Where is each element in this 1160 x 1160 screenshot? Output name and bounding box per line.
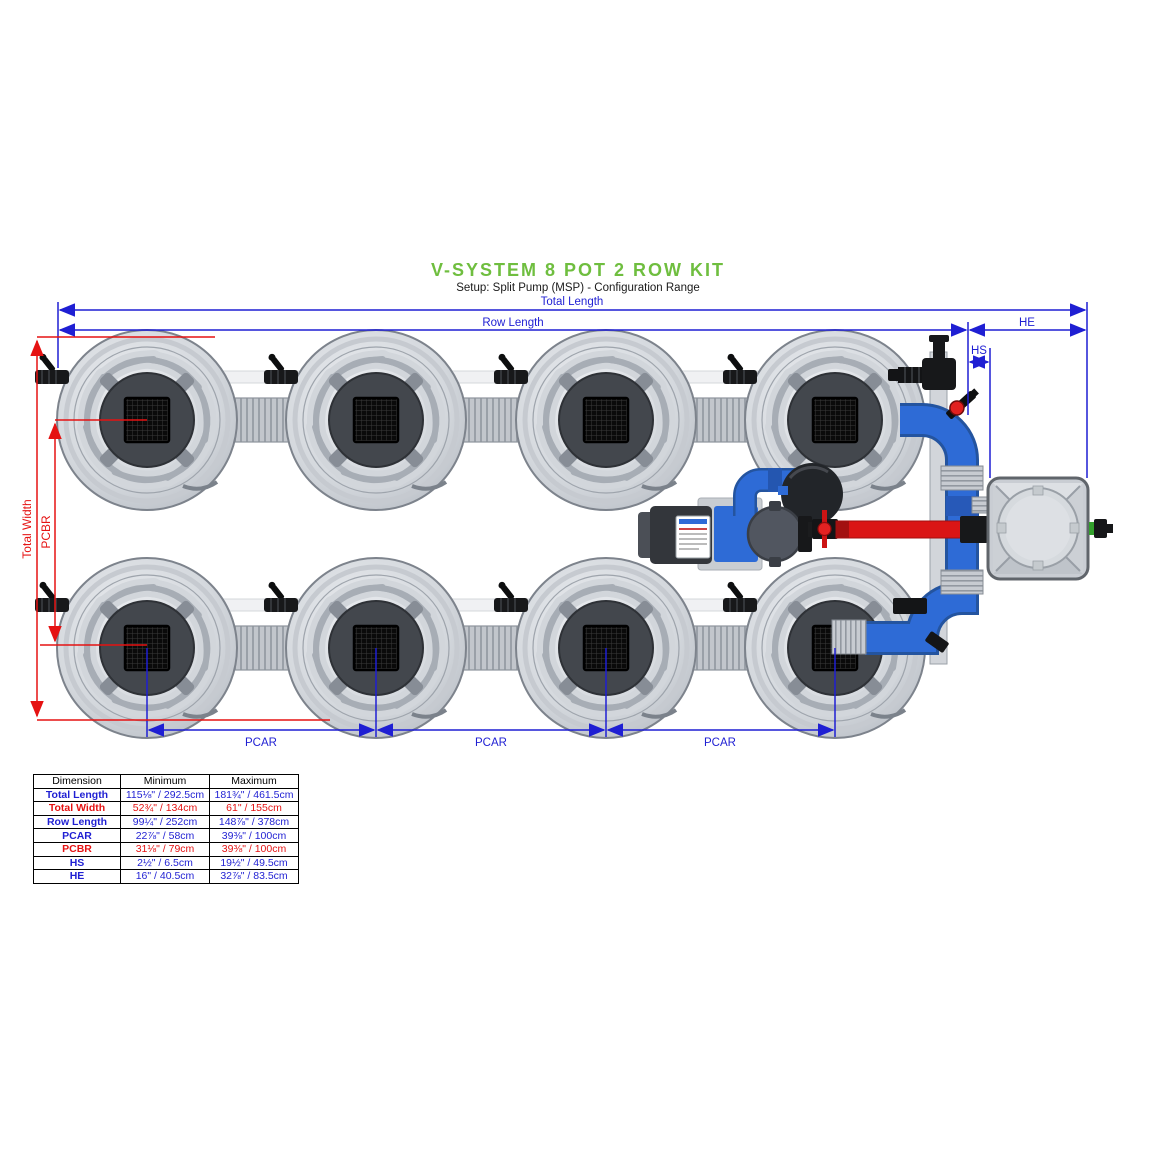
- row-dimension: PCBR: [33, 841, 121, 857]
- reservoir-inlet-coupler: [960, 516, 988, 543]
- red-dimensions: [30, 336, 330, 721]
- table-row: HE 16" / 40.5cm 32⅞" / 83.5cm: [33, 869, 299, 884]
- reservoir: [986, 476, 1113, 581]
- table-row: Total Length 115⅛" / 292.5cm 181¾" / 461…: [33, 787, 299, 803]
- reservoir-drain-seal: [1089, 522, 1095, 535]
- dimension-table: Dimension Minimum Maximum Total Length 1…: [33, 774, 299, 884]
- total-length-label: Total Length: [541, 296, 604, 308]
- tee-cap: [929, 335, 949, 342]
- row-maximum: 32⅞" / 83.5cm: [209, 869, 299, 884]
- table-row: PCAR 22⅞" / 58cm 39⅜" / 100cm: [33, 828, 299, 843]
- hs-label: HS: [971, 345, 987, 357]
- row-maximum: 39⅜" / 100cm: [209, 841, 299, 857]
- bottom-port-fitting: [893, 598, 927, 614]
- pcar-label-3: PCAR: [704, 737, 736, 749]
- row-dimension: HS: [33, 855, 121, 871]
- manifold-coupling: [940, 465, 984, 491]
- blue-dimensions: [57, 302, 1088, 737]
- reservoir-drain-fitting: [1094, 519, 1107, 538]
- red-pipe-union: [836, 521, 849, 538]
- row-maximum: 61" / 155cm: [209, 801, 299, 816]
- table-row: Total Width 52¾" / 134cm 61" / 155cm: [33, 801, 299, 816]
- clip-valve: [722, 351, 758, 385]
- pump-housing: [714, 506, 758, 562]
- row-maximum: 39⅜" / 100cm: [209, 828, 299, 843]
- bottom-elbow-fitting: [925, 631, 949, 653]
- header-minimum: Minimum: [120, 774, 210, 789]
- row-minimum: 99¼" / 252cm: [120, 814, 210, 830]
- page-title: V-SYSTEM 8 POT 2 ROW KIT: [431, 260, 725, 280]
- header-maximum: Maximum: [209, 774, 299, 789]
- row-dimension: PCAR: [33, 828, 121, 843]
- row-minimum: 31⅛" / 79cm: [120, 841, 210, 857]
- clip-valve: [263, 351, 299, 385]
- row-maximum: 148⅞" / 378cm: [209, 814, 299, 830]
- delivery-pipe: [835, 496, 991, 543]
- row-minimum: 52¾" / 134cm: [120, 801, 210, 816]
- row-dimension: Total Width: [33, 801, 121, 816]
- manifold-coupling: [940, 569, 984, 595]
- table-row: HS 2½" / 6.5cm 19½" / 49.5cm: [33, 855, 299, 871]
- clip-valve: [493, 579, 529, 613]
- table-header-row: Dimension Minimum Maximum: [33, 774, 299, 789]
- row-dimension: Total Length: [33, 787, 121, 803]
- air-dome: [781, 463, 843, 525]
- clip-valve: [34, 351, 70, 385]
- clip-valve: [263, 579, 299, 613]
- pcar-label-2: PCAR: [475, 737, 507, 749]
- clip-valve: [34, 579, 70, 613]
- row-dimension: Row Length: [33, 814, 121, 830]
- row-minimum: 22⅞" / 58cm: [120, 828, 210, 843]
- pcar-label-1: PCAR: [245, 737, 277, 749]
- row-minimum: 16" / 40.5cm: [120, 869, 210, 884]
- top-port-cap: [888, 369, 900, 381]
- row-minimum: 2½" / 6.5cm: [120, 855, 210, 871]
- clip-valve: [493, 351, 529, 385]
- outlet-valve-knob: [817, 521, 832, 537]
- table-row: Row Length 99¼" / 252cm 148⅞" / 378cm: [33, 814, 299, 830]
- he-label: HE: [1019, 317, 1035, 329]
- total-width-label: Total Width: [20, 499, 34, 558]
- pump-inlet-elbow: [735, 470, 798, 516]
- row-maximum: 181¾" / 461.5cm: [209, 787, 299, 803]
- clip-valve: [722, 579, 758, 613]
- tee-stem: [933, 340, 945, 360]
- tee-body: [922, 358, 956, 390]
- row-maximum: 19½" / 49.5cm: [209, 855, 299, 871]
- header-dimension: Dimension: [33, 774, 121, 789]
- pump-assembly: [638, 463, 843, 571]
- bleed-valve-handle: [949, 400, 965, 416]
- pot-2: [286, 330, 466, 510]
- reservoir-stub-pipe: [971, 496, 990, 514]
- pcbr-label: PCBR: [39, 515, 53, 549]
- bleed-valve: [946, 388, 979, 419]
- row-dimension: HE: [33, 869, 121, 884]
- manifold-coupling: [831, 619, 867, 655]
- dome-nipple: [778, 486, 788, 495]
- pump-head: [746, 505, 804, 563]
- row-minimum: 115⅛" / 292.5cm: [120, 787, 210, 803]
- manifold-tee: [946, 496, 978, 516]
- pump-label: [675, 515, 711, 559]
- row-length-label: Row Length: [482, 317, 543, 329]
- page-subtitle: Setup: Split Pump (MSP) - Configuration …: [456, 282, 700, 294]
- table-row: PCBR 31⅛" / 79cm 39⅜" / 100cm: [33, 841, 299, 857]
- pot-3: [516, 330, 696, 510]
